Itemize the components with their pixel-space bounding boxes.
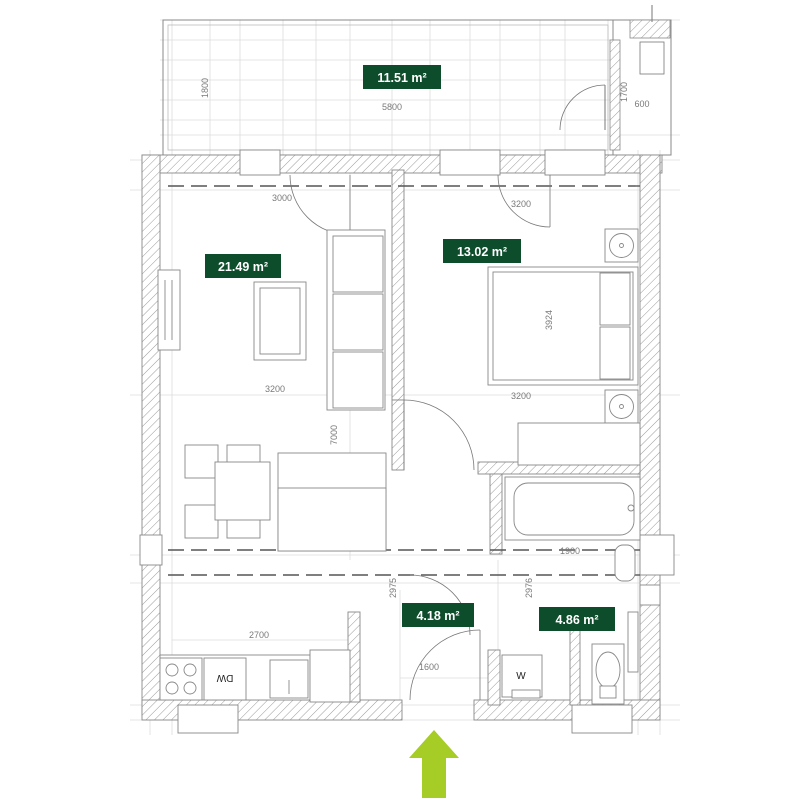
bathroom-fixtures: [504, 476, 641, 705]
dim-balcony-width: 5800: [382, 102, 402, 112]
dim-bedroom-bottom: 3200: [511, 391, 531, 401]
area-balcony: 11.51 m²: [377, 71, 426, 85]
exterior-walls: [139, 149, 675, 734]
area-badge-living: 21.49 m²: [205, 254, 281, 278]
dimension-labels: 1800 5800 1700 600 3000 3200 3924 3200 3…: [200, 78, 650, 672]
area-badge-balcony: 11.51 m²: [363, 65, 441, 89]
dim-bath-width: 1900: [560, 546, 580, 556]
dim-kitchen-width: 2700: [249, 630, 269, 640]
dim-hall-width: 1600: [419, 662, 439, 672]
area-badge-hall: 4.18 m²: [402, 603, 474, 627]
dim-balcony-side-width: 600: [634, 99, 649, 109]
area-living: 21.49 m²: [218, 260, 268, 274]
area-hall: 4.18 m²: [416, 609, 459, 623]
bedroom-furniture: [487, 228, 641, 466]
dishwasher-label: DW: [216, 672, 233, 683]
dim-living-mid: 3200: [265, 384, 285, 394]
area-badge-bedroom: 13.02 m²: [443, 239, 521, 263]
living-furniture: [184, 229, 387, 552]
dim-balcony-side-depth: 1700: [619, 82, 629, 102]
dim-apartment-depth: 7000: [329, 425, 339, 445]
doors: [289, 174, 551, 701]
entry-arrow-icon: [409, 730, 459, 798]
washer-label: W: [516, 671, 526, 682]
kitchen: [159, 649, 543, 703]
dim-bedroom-top: 3200: [511, 199, 531, 209]
dim-bedroom-depth: 3924: [544, 310, 554, 330]
dim-balcony-depth: 1800: [200, 78, 210, 98]
area-bedroom: 13.02 m²: [457, 245, 507, 259]
dashed-boundaries: [168, 185, 640, 576]
area-bathroom: 4.86 m²: [555, 613, 598, 627]
dim-living-top: 3000: [272, 193, 292, 203]
dim-hall-depth: 2975: [388, 578, 398, 598]
area-badge-bathroom: 4.86 m²: [539, 607, 615, 631]
dim-bath-depth: 2976: [524, 578, 534, 598]
